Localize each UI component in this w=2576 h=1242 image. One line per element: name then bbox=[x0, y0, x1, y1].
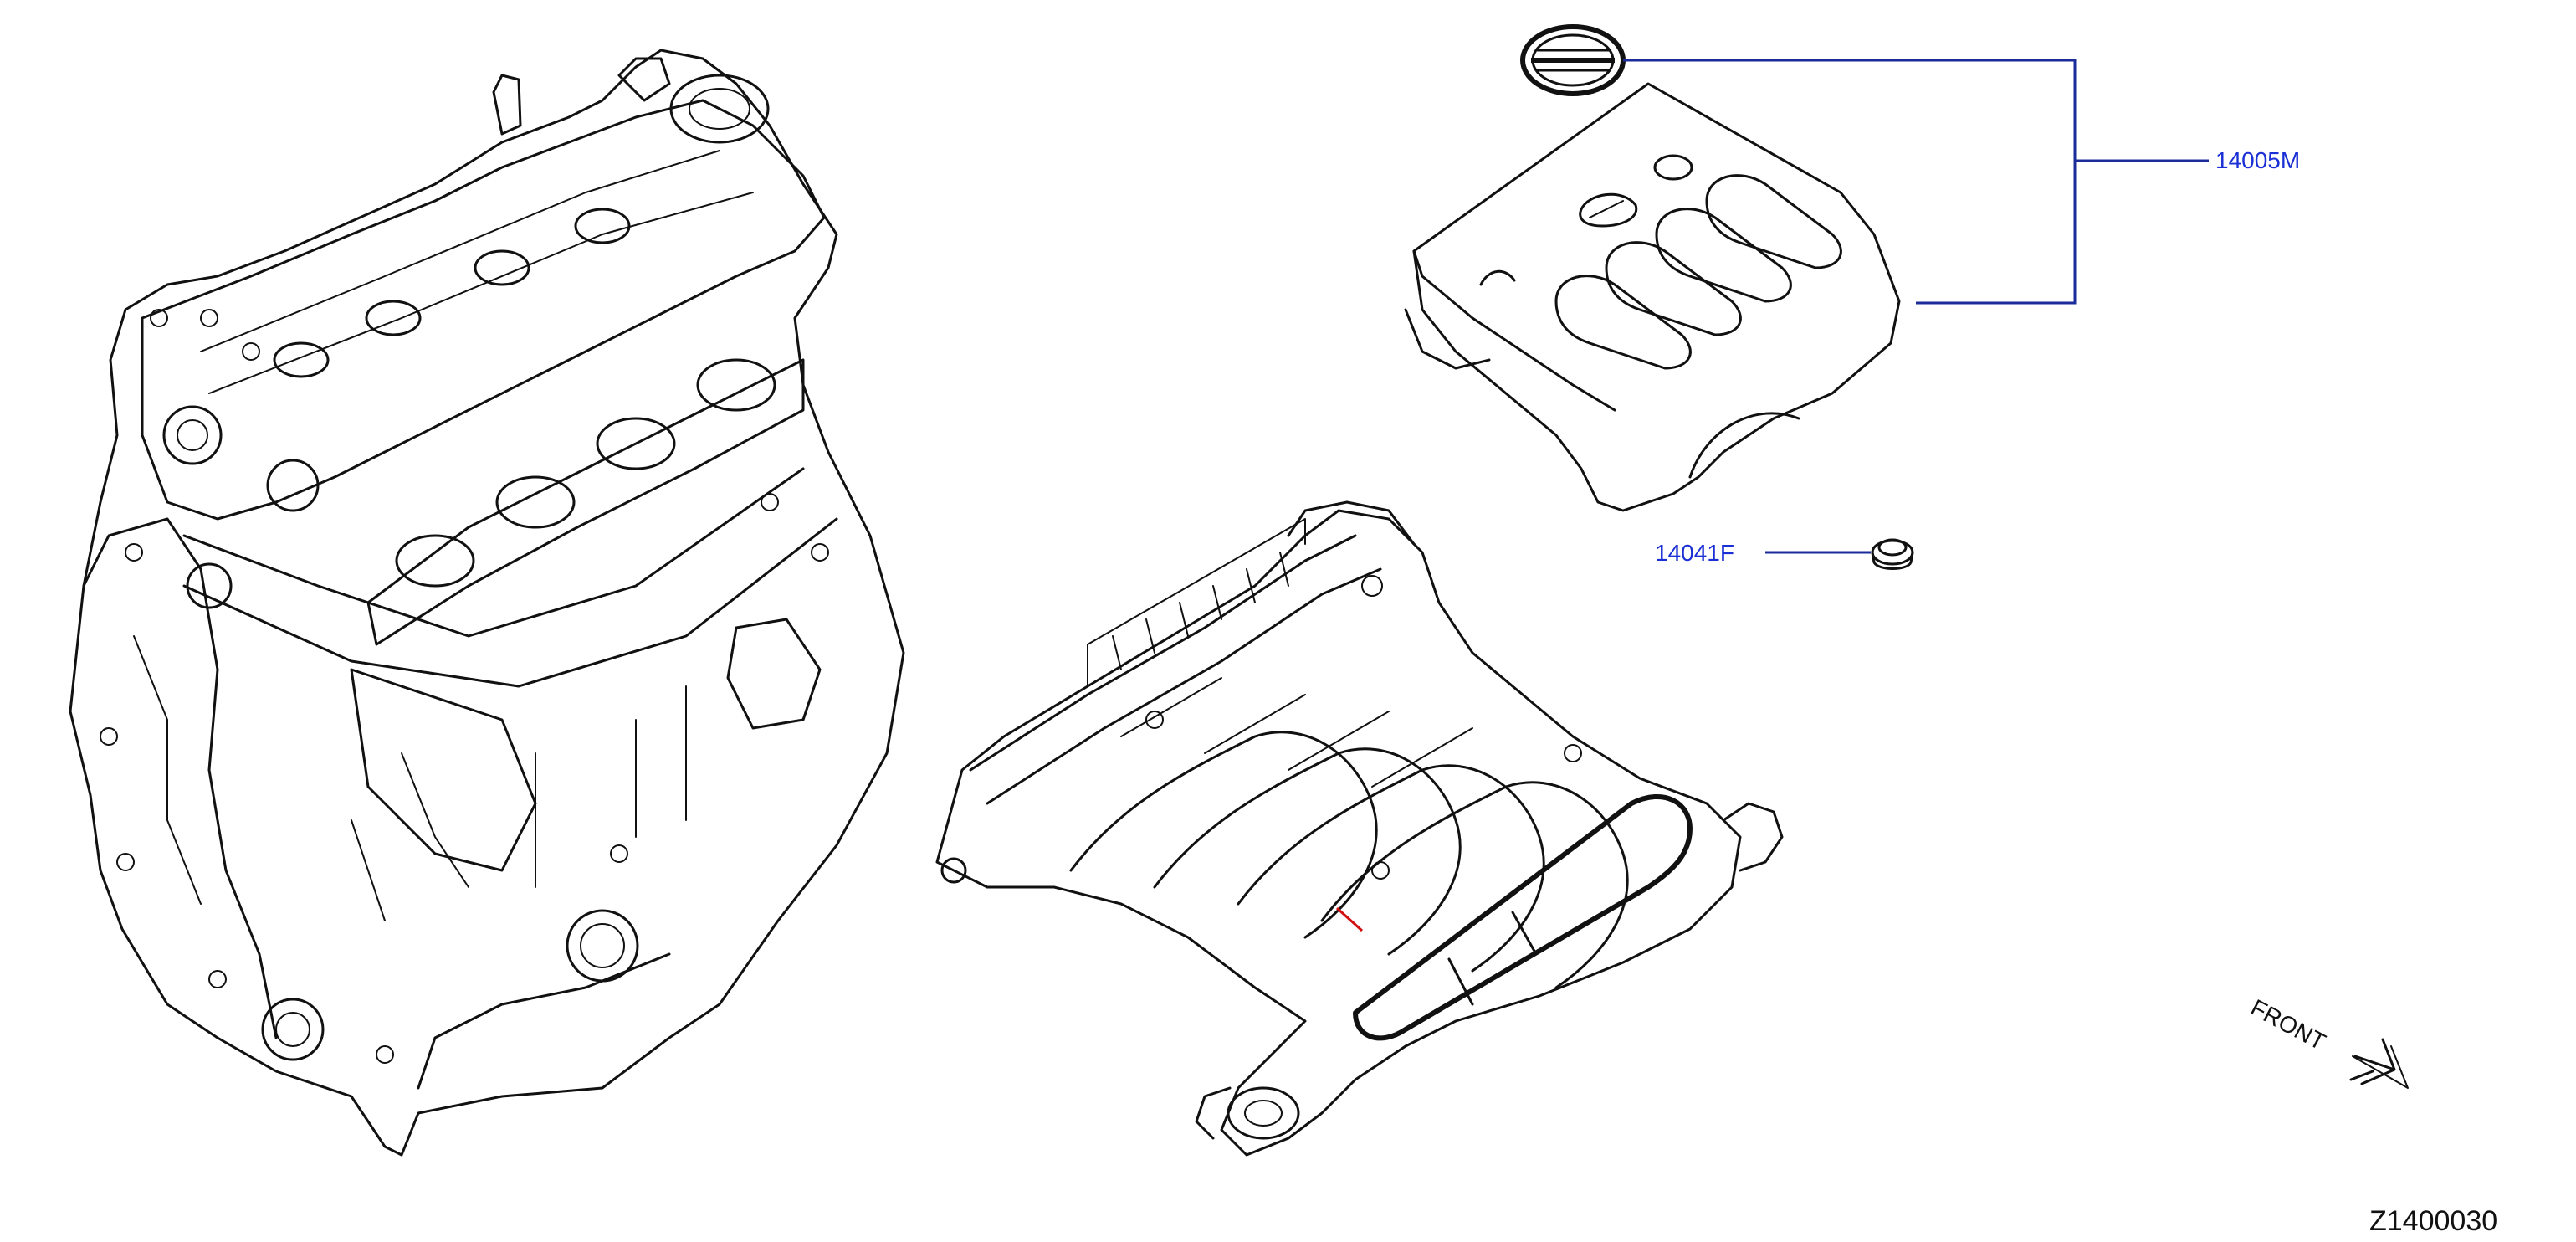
callout-label-14041f: 14041F bbox=[1655, 540, 1734, 566]
engine-assembly bbox=[69, 49, 905, 1157]
front-arrow-icon bbox=[2349, 1038, 2396, 1085]
engine-cover bbox=[1404, 82, 1901, 512]
front-label: FRONT bbox=[2246, 994, 2330, 1055]
figure-id: Z1400030 bbox=[2369, 1205, 2497, 1237]
front-direction-indicator: FRONT bbox=[2246, 994, 2409, 1089]
grommet-part bbox=[1871, 538, 1914, 570]
callout-leaders bbox=[1623, 59, 2209, 554]
cover-emblem bbox=[1520, 24, 1626, 96]
intake-manifold bbox=[935, 500, 1784, 1157]
callout-label-14005m: 14005M bbox=[2215, 147, 2300, 173]
